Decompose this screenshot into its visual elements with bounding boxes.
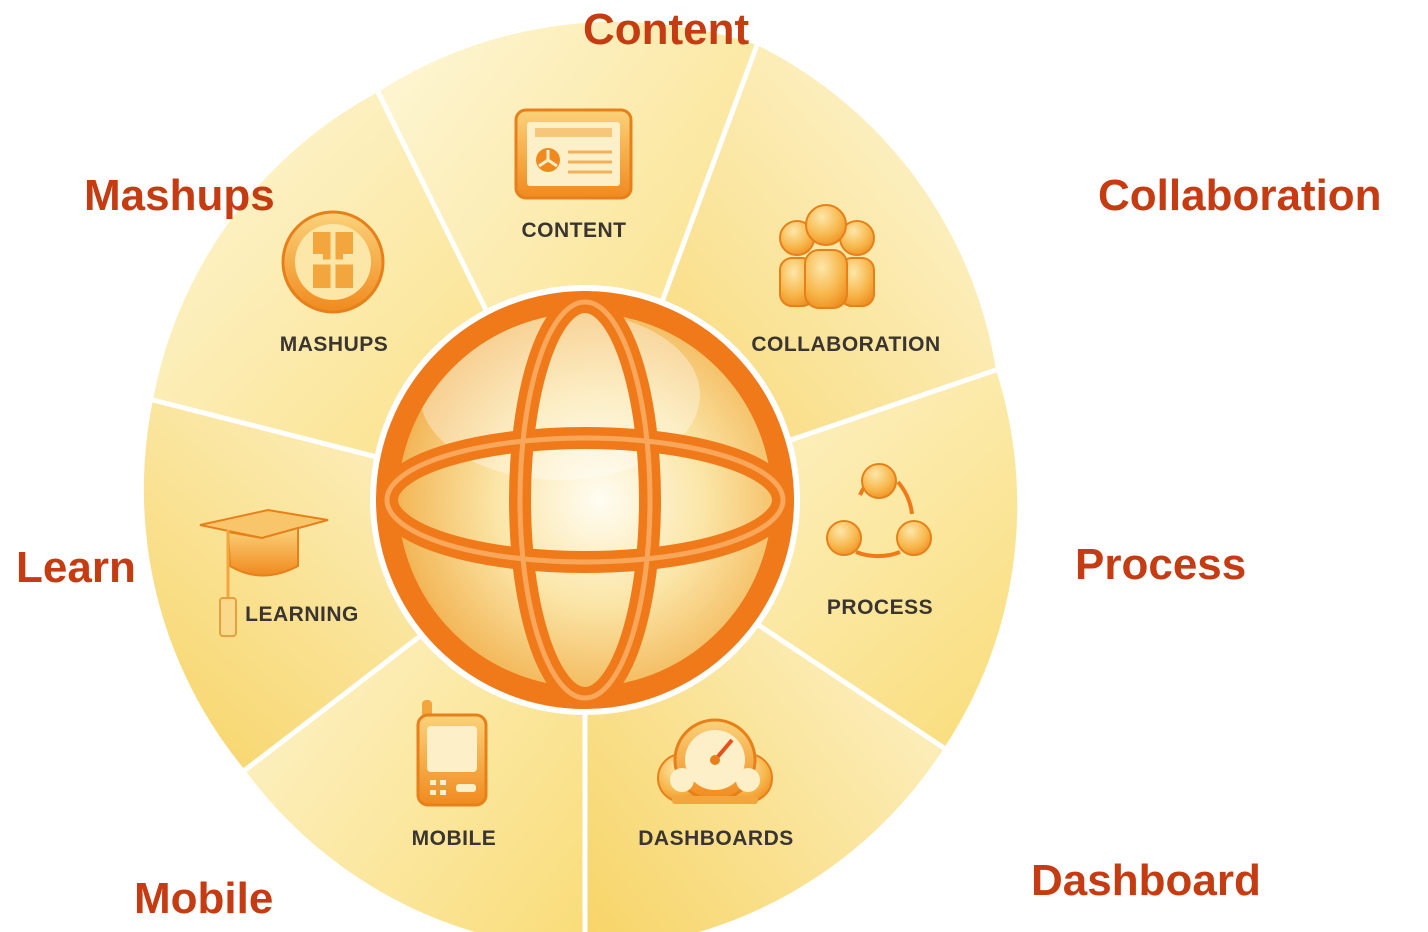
segment-label-collaboration: COLLABORATION	[751, 333, 940, 356]
collaboration-icon	[779, 204, 875, 309]
process-icon	[826, 463, 932, 559]
segment-label-dashboards: DASHBOARDS	[638, 827, 794, 850]
globe-icon	[370, 285, 800, 715]
dashboards-icon	[657, 718, 773, 804]
content-icon	[514, 108, 633, 200]
segment-label-content: CONTENT	[522, 219, 627, 242]
segment-label-process: PROCESS	[827, 596, 933, 619]
callout-content: Content	[583, 5, 750, 54]
segment-label-mashups: MASHUPS	[280, 333, 389, 356]
callout-dashboard: Dashboard	[1031, 856, 1261, 905]
callout-collaboration: Collaboration	[1098, 171, 1382, 220]
callout-learn: Learn	[16, 543, 136, 592]
mobile-icon	[416, 700, 488, 807]
callout-mashups: Mashups	[84, 171, 275, 220]
callout-mobile: Mobile	[134, 874, 274, 923]
segment-label-learning: LEARNING	[245, 603, 359, 626]
segment-process	[585, 370, 1018, 748]
learning-icon	[199, 508, 329, 637]
callout-process: Process	[1075, 540, 1247, 589]
segment-content	[378, 21, 757, 510]
mashups-icon	[281, 210, 385, 314]
segment-label-mobile: MOBILE	[412, 827, 497, 850]
